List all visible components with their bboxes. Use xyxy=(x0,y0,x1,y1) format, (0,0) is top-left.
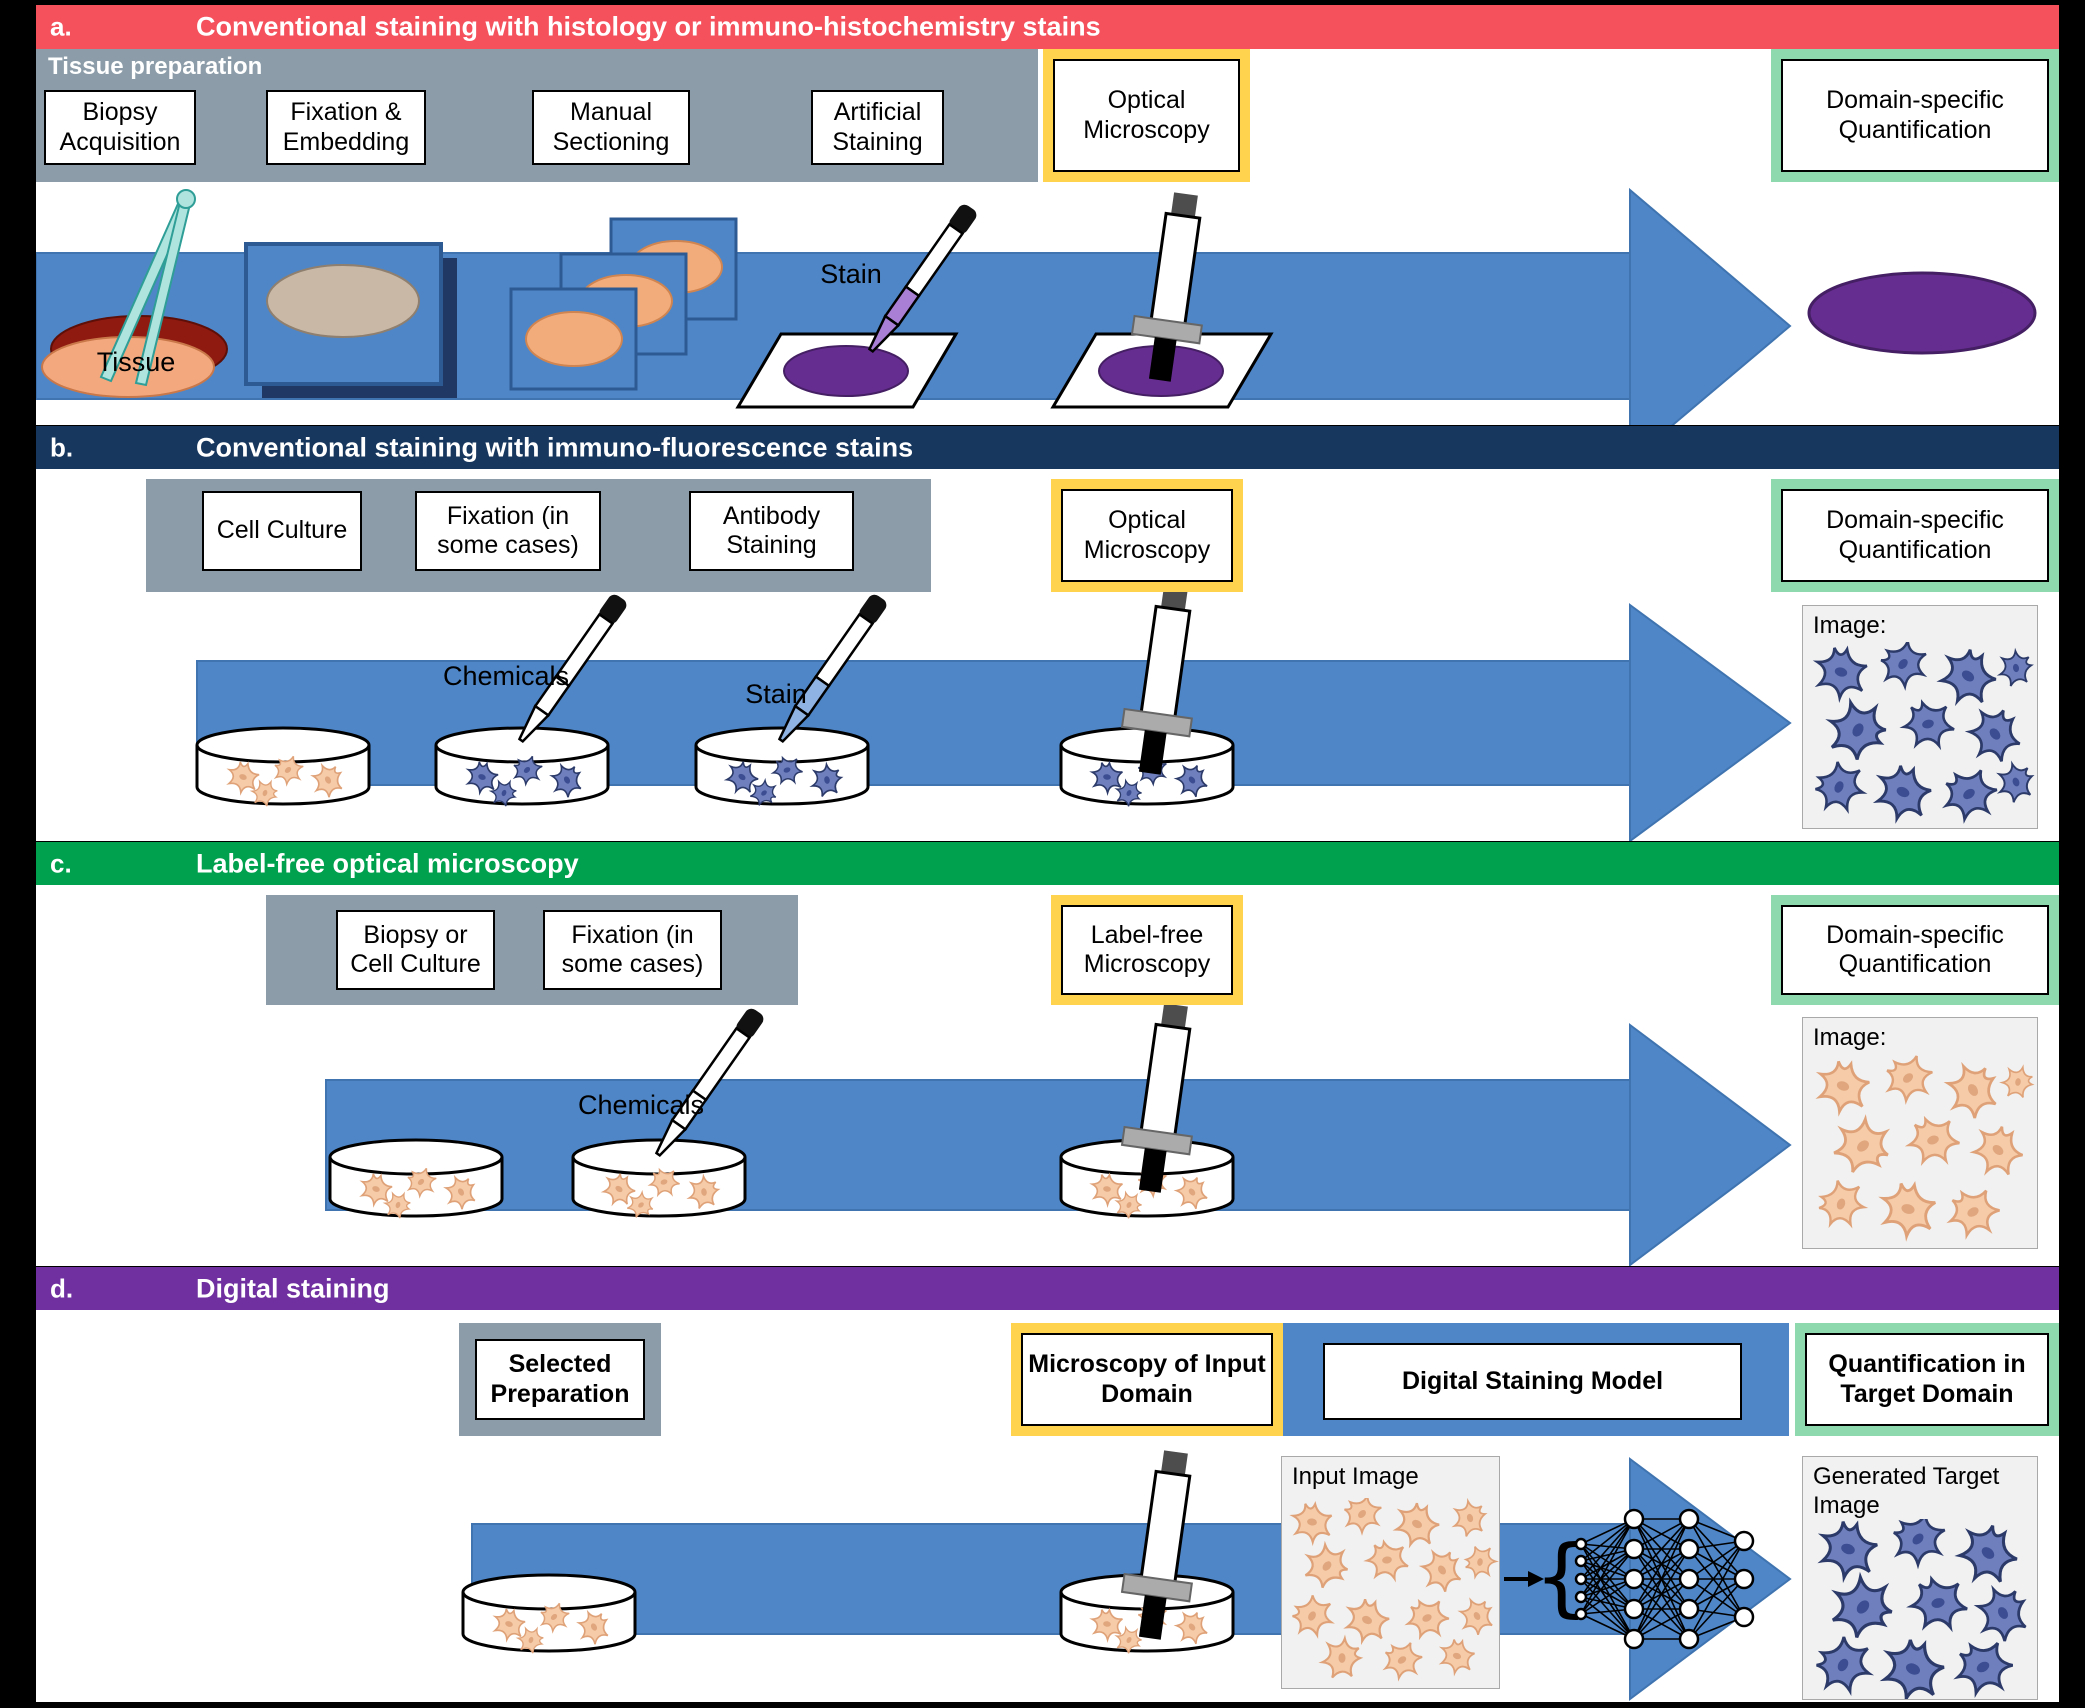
panel-b-letter: b. xyxy=(50,432,74,462)
step-cell-culture: Cell Culture xyxy=(202,491,362,571)
glass-slide-icon xyxy=(735,332,959,409)
chemicals-dropper-icon xyxy=(517,594,627,744)
input-cells-image xyxy=(1285,1498,1500,1687)
panel-d-header: d. Digital staining xyxy=(36,1267,2059,1310)
panel-d-title: Digital staining xyxy=(196,1273,390,1303)
selected-preparation-box: Selected Preparation xyxy=(475,1339,645,1420)
stained-tissue-ellipse xyxy=(783,345,909,397)
panel-c-header: c. Label-free optical microscopy xyxy=(36,842,2059,885)
input-image-preview: Input Image xyxy=(1281,1456,1500,1689)
fluorescence-image-preview: Image: xyxy=(1802,605,2039,829)
quantification-box-c: Domain-specific Quantification xyxy=(1771,895,2059,1005)
nn-input-arrowhead-icon xyxy=(1528,1571,1544,1587)
quantification-box-a-label: Domain-specific Quantification xyxy=(1781,59,2049,172)
quantified-result-ellipse xyxy=(1807,271,2037,355)
generated-cells-image xyxy=(1806,1519,2038,1699)
blue-cells-image xyxy=(1807,642,2039,828)
panel-d-letter: d. xyxy=(50,1273,74,1303)
quantification-box-c-label: Domain-specific Quantification xyxy=(1781,905,2049,995)
quantification-box-a: Domain-specific Quantification xyxy=(1771,49,2059,182)
tissue-icon xyxy=(41,315,228,398)
labelfree-image-preview: Image: xyxy=(1802,1017,2038,1249)
tissue-sections-icon xyxy=(509,217,738,391)
step-antibody-staining: Antibody Staining xyxy=(689,491,854,571)
process-arrow-icon xyxy=(196,603,1792,841)
panel-b-title: Conventional staining with immuno-fluore… xyxy=(196,432,914,462)
chemicals-annotation-c: Chemicals xyxy=(577,1090,705,1120)
panel-a-header: a. Conventional staining with histology … xyxy=(36,5,2059,49)
step-artificial-staining: Artificial Staining xyxy=(811,90,944,165)
quantification-box-b: Domain-specific Quantification xyxy=(1771,479,2059,592)
step-fixation-c: Fixation (in some cases) xyxy=(543,910,722,990)
step-biopsy-or-cell-culture: Biopsy or Cell Culture xyxy=(336,910,495,990)
microscopy-box-b: Optical Microscopy xyxy=(1051,479,1243,592)
microscopy-box-c-label: Label-free Microscopy xyxy=(1061,905,1233,995)
panel-a-illustration xyxy=(36,187,2037,425)
stain-dropper-icon xyxy=(777,594,887,744)
orange-cells-image xyxy=(1809,1054,2036,1246)
panel-a-title: Conventional staining with histology or … xyxy=(196,11,1101,42)
input-image-label: Input Image xyxy=(1292,1463,1419,1490)
chemicals-dropper-icon xyxy=(654,1008,764,1158)
stain-annotation-a: Stain xyxy=(820,259,882,289)
microscopy-box-d-label: Microscopy of Input Domain xyxy=(1021,1333,1273,1426)
tissue-preparation-label: Tissue preparation xyxy=(48,53,263,80)
chemicals-annotation-b: Chemicals xyxy=(442,661,570,691)
microscopy-box-c: Label-free Microscopy xyxy=(1051,895,1243,1005)
petri-dish-icon xyxy=(328,1138,504,1222)
panel-b-header: b. Conventional staining with immuno-flu… xyxy=(36,426,2059,469)
digital-staining-model-box: Digital Staining Model xyxy=(1323,1343,1742,1420)
step-fixation-embedding: Fixation & Embedding xyxy=(266,90,426,165)
panel-a: a. Conventional staining with histology … xyxy=(36,5,2059,425)
stain-annotation-b: Stain xyxy=(745,679,807,709)
microscopy-box-b-label: Optical Microscopy xyxy=(1061,489,1233,582)
image-label-c: Image: xyxy=(1813,1024,1887,1051)
tissue-annotation: Tissue xyxy=(96,347,176,377)
panel-c-illustration xyxy=(325,998,1792,1266)
step-fixation: Fixation (in some cases) xyxy=(415,491,601,571)
process-arrow-icon xyxy=(325,1023,1792,1266)
petri-dish-icon xyxy=(461,1573,637,1657)
panel-a-letter: a. xyxy=(50,11,72,42)
quantification-box-b-label: Domain-specific Quantification xyxy=(1781,489,2049,582)
tweezers-icon xyxy=(99,189,196,387)
stain-dropper-icon xyxy=(867,204,977,354)
microscopy-box-a: Optical Microscopy xyxy=(1043,49,1250,182)
panel-d: d. Digital staining xyxy=(36,1267,2059,1702)
microscopy-box-a-label: Optical Microscopy xyxy=(1053,59,1240,172)
step-manual-sectioning: Manual Sectioning xyxy=(532,90,690,165)
nn-layers xyxy=(1574,1508,1755,1650)
neural-network-icon: { xyxy=(1504,1508,1755,1650)
generated-image-preview: Generated Target Image xyxy=(1802,1456,2038,1700)
image-label-b: Image: xyxy=(1813,612,1887,639)
microscopy-box-d: Microscopy of Input Domain xyxy=(1011,1323,1283,1436)
panel-c: c. Label-free optical microscopy xyxy=(36,842,2059,1266)
petri-dish-icon xyxy=(195,726,371,810)
panel-b-illustration xyxy=(195,580,1792,841)
panel-c-title: Label-free optical microscopy xyxy=(196,848,579,878)
panel-b: b. Conventional staining with immuno-flu… xyxy=(36,426,2059,841)
quantification-box-d-label: Quantification in Target Domain xyxy=(1805,1333,2049,1426)
quantification-box-d: Quantification in Target Domain xyxy=(1795,1323,2059,1436)
step-biopsy-acquisition: Biopsy Acquisition xyxy=(44,90,196,165)
panel-c-letter: c. xyxy=(50,848,72,878)
embedding-cassette-icon xyxy=(244,242,457,398)
generated-image-label: Generated Target Image xyxy=(1813,1463,2000,1519)
